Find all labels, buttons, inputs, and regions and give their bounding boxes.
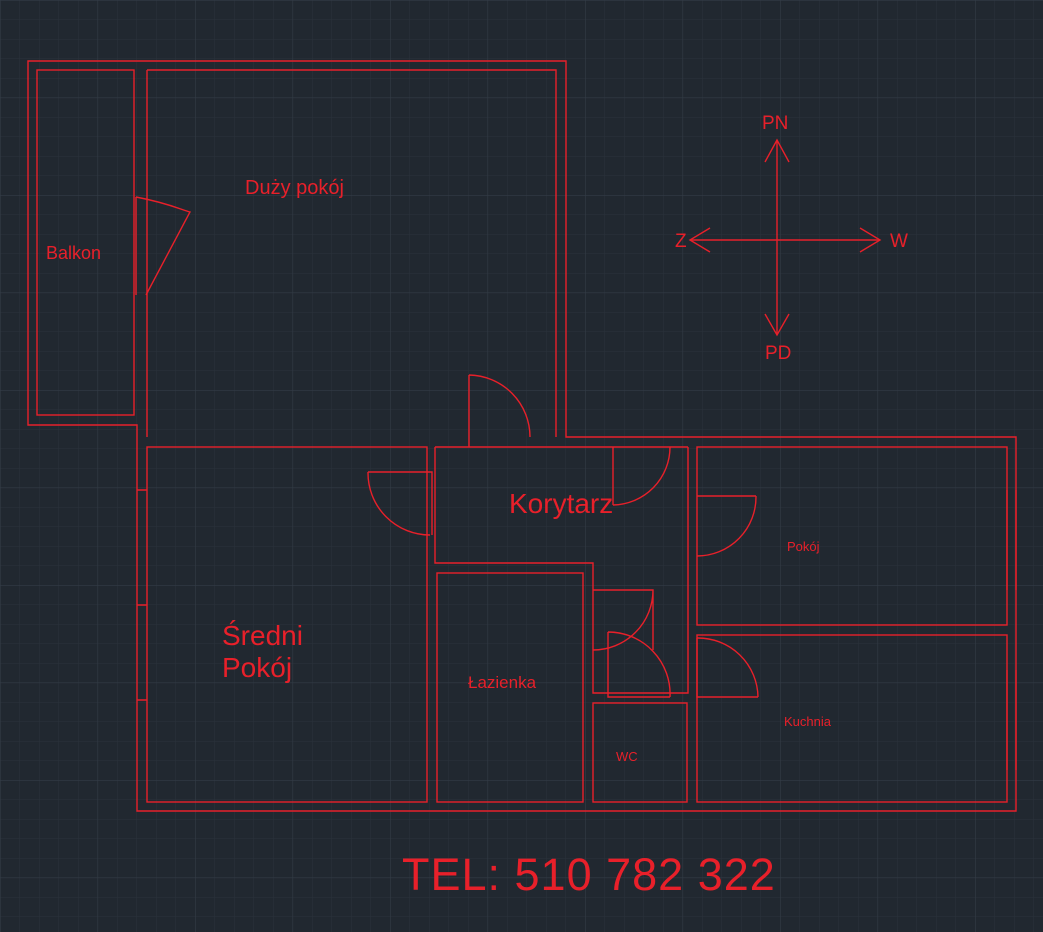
balkon-walls bbox=[36, 69, 135, 416]
room-label-sredni-line1: Średni bbox=[222, 620, 303, 651]
door-lazienka bbox=[592, 589, 654, 651]
duzy-pokoj-walls bbox=[146, 69, 557, 437]
compass-arrow-west bbox=[688, 227, 711, 253]
door-sredni-pokoj bbox=[367, 471, 433, 536]
sredni-pokoj-walls bbox=[146, 446, 428, 803]
door-duzy-pokoj bbox=[468, 374, 531, 447]
korytarz-walls bbox=[434, 446, 689, 694]
compass-label-west: Z bbox=[675, 231, 687, 252]
room-label-sredni-pokoj: Średni Pokój bbox=[222, 620, 303, 684]
compass-rose bbox=[688, 138, 882, 337]
window-left bbox=[137, 489, 147, 701]
door-pokoj bbox=[696, 495, 757, 557]
door-wc bbox=[607, 631, 671, 698]
compass-label-south: PD bbox=[765, 343, 792, 364]
contact-phone: TEL: 510 782 322 bbox=[402, 849, 776, 900]
compass-label-north: PN bbox=[762, 113, 789, 134]
compass-label-east: W bbox=[890, 231, 908, 252]
room-label-kuchnia: Kuchnia bbox=[784, 714, 831, 729]
room-label-sredni-line2: Pokój bbox=[222, 652, 293, 684]
room-label-lazienka: Łazienka bbox=[468, 673, 537, 692]
door-kuchnia bbox=[696, 637, 759, 698]
room-label-korytarz: Korytarz bbox=[509, 488, 614, 519]
compass-arrow-south bbox=[764, 313, 790, 337]
room-label-duzy-pokoj: Duży pokój bbox=[245, 177, 344, 199]
window-right bbox=[1006, 490, 1017, 770]
door-korytarz bbox=[612, 446, 671, 506]
compass-arrow-north bbox=[764, 138, 790, 163]
room-label-pokoj: Pokój bbox=[787, 539, 820, 554]
compass-arrow-east bbox=[859, 227, 882, 253]
door-balkon bbox=[135, 196, 192, 296]
wc-walls bbox=[592, 702, 688, 803]
room-label-balkon: Balkon bbox=[46, 243, 102, 263]
outer-wall-top bbox=[27, 60, 1017, 812]
lazienka-walls bbox=[436, 572, 584, 803]
room-label-wc: WC bbox=[616, 749, 638, 764]
